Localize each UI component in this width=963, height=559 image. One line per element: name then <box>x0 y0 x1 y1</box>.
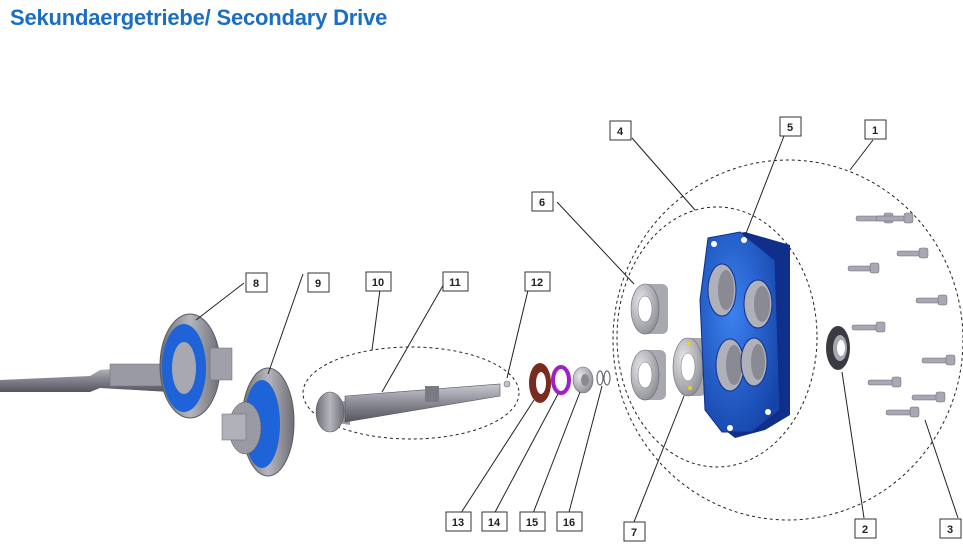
part-6-bearing-lower <box>630 349 666 401</box>
callout-9: 9 <box>307 272 330 293</box>
part-8-shaft-with-gear <box>0 313 233 419</box>
leader-8 <box>195 282 245 321</box>
leader-9 <box>267 273 304 375</box>
group-ellipse-4 <box>616 206 818 468</box>
leader-13 <box>458 399 535 517</box>
callout-label: 8 <box>253 278 259 290</box>
leader-4 <box>631 137 696 211</box>
callout-4: 4 <box>609 120 632 141</box>
leader-lines <box>195 135 959 523</box>
callout-11: 11 <box>442 271 469 292</box>
part-6-bearing <box>630 283 668 335</box>
callout-1: 1 <box>864 119 887 140</box>
part-11-pinion-shaft <box>315 383 501 433</box>
leader-12 <box>506 281 531 379</box>
part-12-ring <box>503 380 511 388</box>
callout-label: 2 <box>862 524 868 536</box>
leader-2 <box>841 371 865 519</box>
callout-label: 13 <box>452 517 464 529</box>
group-ellipse-1 <box>612 159 963 521</box>
callout-13: 13 <box>445 511 472 532</box>
callout-15: 15 <box>519 511 546 532</box>
part-5-housing <box>699 231 790 438</box>
leader-14 <box>492 393 559 517</box>
part-2-seal <box>826 326 850 370</box>
part-9-gear <box>221 367 295 477</box>
callout-label: 7 <box>631 527 637 539</box>
callout-label: 16 <box>563 517 575 529</box>
leader-6 <box>556 201 635 285</box>
callout-label: 14 <box>488 517 501 529</box>
callout-16: 16 <box>556 511 583 532</box>
callout-6: 6 <box>531 191 554 212</box>
callout-12: 12 <box>524 271 551 292</box>
part-13-seal <box>529 363 551 403</box>
leader-3 <box>924 419 959 519</box>
part-14-clip <box>551 365 571 395</box>
leader-16 <box>567 385 603 517</box>
callout-10: 10 <box>365 271 392 292</box>
callout-8: 8 <box>245 272 268 293</box>
leader-15 <box>531 391 581 517</box>
callout-2: 2 <box>854 518 877 539</box>
callout-label: 15 <box>526 517 538 529</box>
callout-14: 14 <box>481 511 508 532</box>
callout-label: 9 <box>315 278 321 290</box>
callout-3: 3 <box>939 518 962 539</box>
part-16-rings <box>596 370 611 386</box>
part-15-bushing <box>572 366 594 394</box>
callout-label: 6 <box>539 197 545 209</box>
leader-7 <box>633 395 685 523</box>
leader-5 <box>744 135 785 237</box>
callout-5: 5 <box>779 116 802 137</box>
callout-label: 11 <box>449 277 461 289</box>
callout-label: 12 <box>531 277 543 289</box>
callout-label: 1 <box>872 125 878 137</box>
page-title: Sekundaergetriebe/ Secondary Drive <box>10 5 388 30</box>
part-7-bearing <box>672 337 706 397</box>
leader-1 <box>849 139 874 171</box>
group-ellipse-10 <box>302 346 520 440</box>
part-3-bolts <box>847 212 956 418</box>
callout-7: 7 <box>623 521 646 542</box>
callout-label: 4 <box>617 126 624 138</box>
callout-label: 5 <box>787 122 793 134</box>
leader-11 <box>381 281 446 393</box>
leader-10 <box>371 281 382 351</box>
callout-label: 10 <box>372 277 384 289</box>
callout-label: 3 <box>947 524 953 536</box>
